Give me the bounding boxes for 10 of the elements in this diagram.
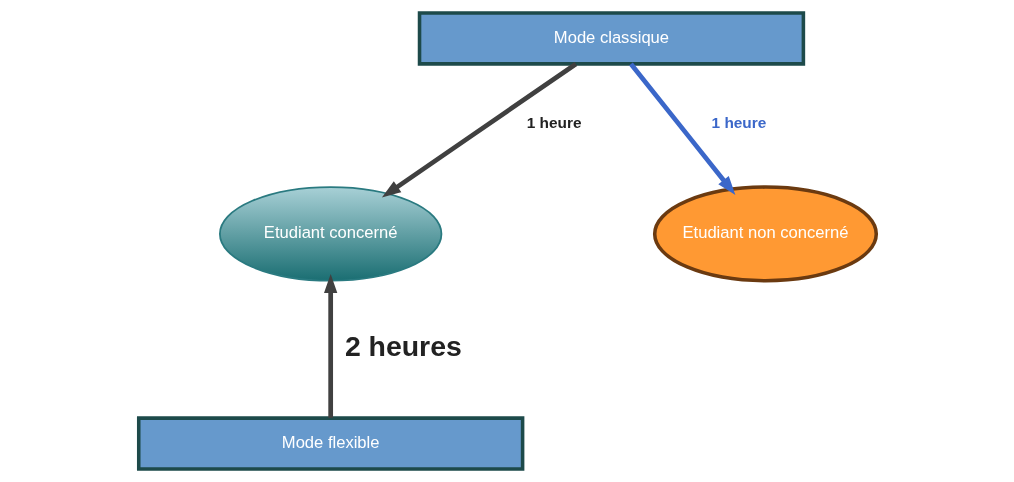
node-ellipse: Etudiant non concerné [652, 185, 878, 283]
edge-label: 1 heure [711, 114, 766, 132]
arrow [381, 62, 577, 198]
edge-label: 2 heures [344, 329, 462, 362]
arrow [323, 273, 337, 418]
arrow [628, 62, 735, 195]
node-box: Mode flexible [136, 416, 524, 471]
node-ellipse: Etudiant concerné [218, 186, 442, 282]
edge-label: 1 heure [526, 114, 581, 132]
node-box: Mode classique [417, 11, 805, 66]
